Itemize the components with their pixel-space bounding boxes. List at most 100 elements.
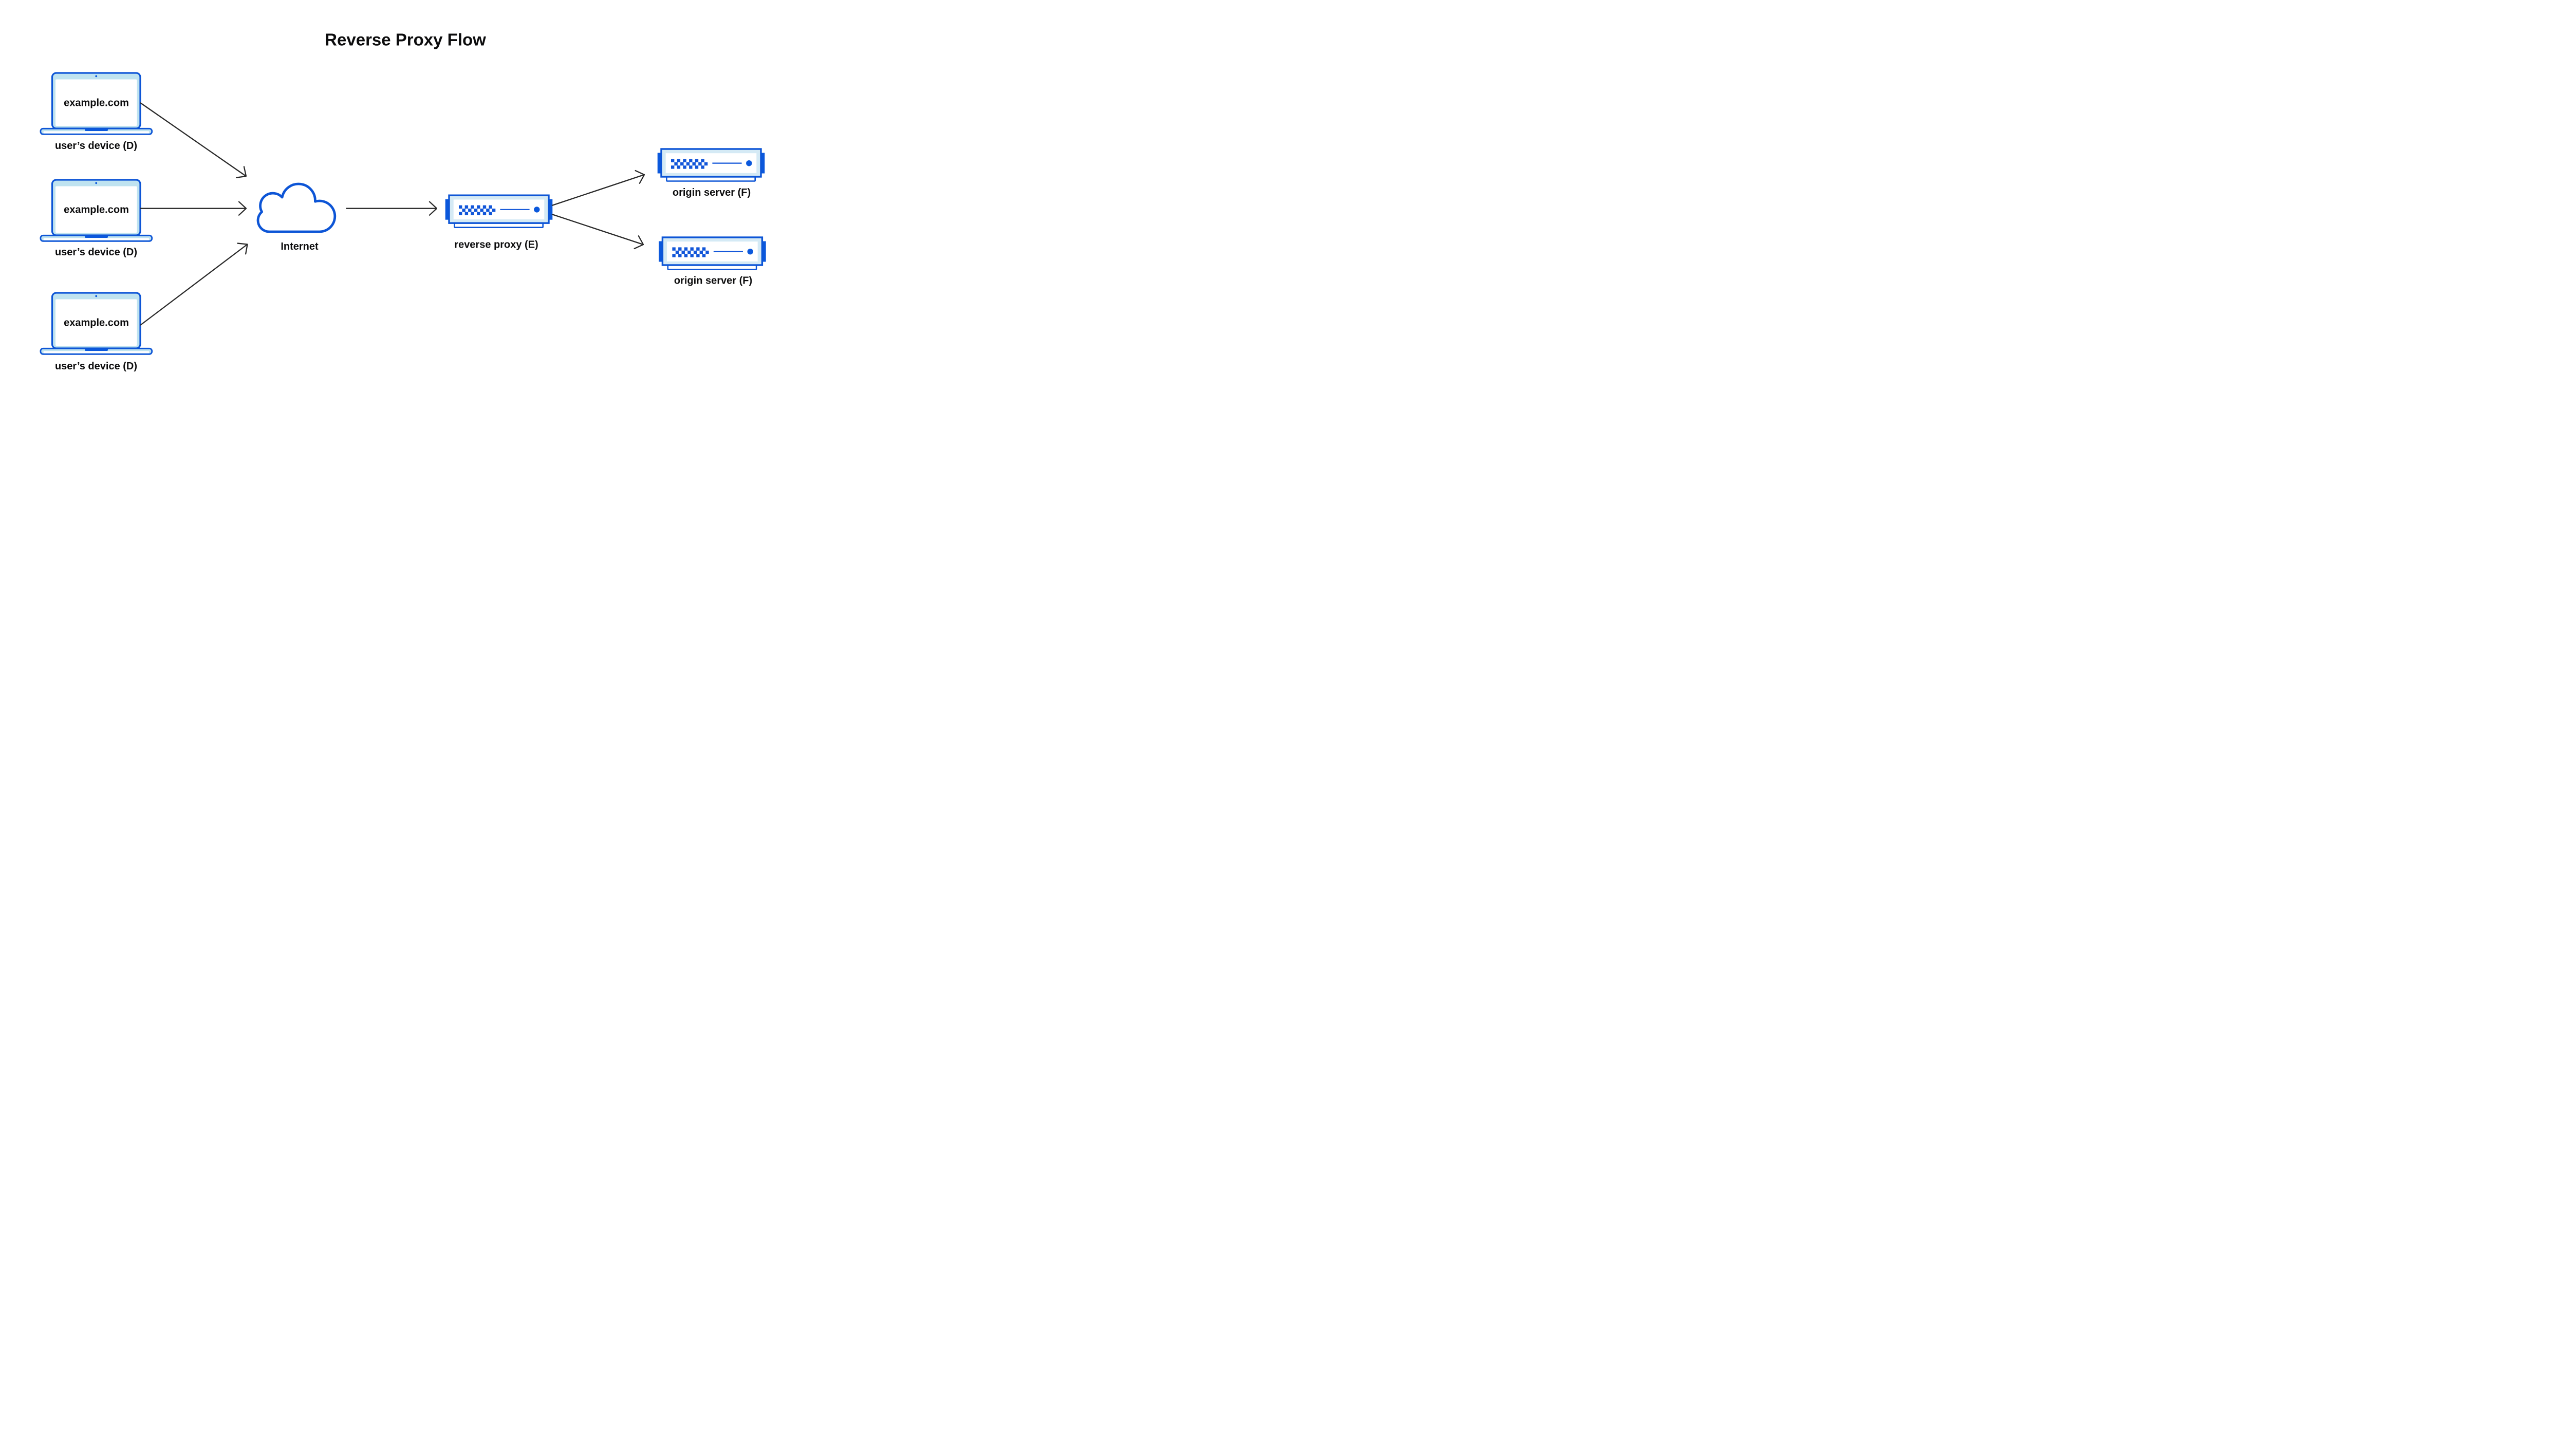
origin-server-2 (659, 236, 766, 270)
laptop-base-stripe (43, 351, 150, 353)
vent-square (489, 212, 492, 215)
vent-square (468, 209, 472, 212)
server-side-tab-right (547, 199, 553, 220)
reverse-proxy-label: reverse proxy (E) (454, 239, 538, 251)
vent-square (684, 254, 688, 257)
vent-square (477, 205, 480, 209)
server-vent-squares (671, 159, 708, 169)
webcam-icon (95, 182, 98, 184)
vent-square (701, 165, 704, 169)
server-side-tab-left (659, 241, 664, 262)
server-vent-squares (459, 205, 496, 215)
origin-server-1 (657, 148, 765, 182)
server-side-tab-left (657, 153, 663, 174)
vent-square (690, 254, 694, 257)
origin-server-2-label: origin server (F) (674, 275, 752, 287)
vent-square (699, 250, 703, 254)
vent-square (680, 162, 684, 166)
vent-square (681, 250, 685, 254)
reverse-proxy (445, 194, 553, 229)
user-device-1: example.com (40, 72, 153, 135)
arrow-reverse-proxy-to-origin-2 (551, 213, 643, 245)
server-power-dot (746, 160, 752, 166)
vent-square (672, 247, 676, 251)
vent-square (459, 205, 462, 209)
server-power-dot (747, 249, 753, 255)
server-front-panel (453, 199, 545, 219)
vent-square (698, 162, 702, 166)
internet-cloud-icon (256, 182, 337, 233)
vent-square (683, 165, 686, 169)
vent-square (486, 209, 490, 212)
vent-square (695, 165, 699, 169)
vent-square (677, 159, 681, 162)
server-side-tab-right (760, 241, 766, 262)
arrow-device1-to-internet (140, 102, 246, 176)
webcam-icon (95, 75, 98, 78)
device-screen-url: example.com (64, 318, 129, 329)
vent-square (677, 165, 681, 169)
vent-square (704, 162, 708, 166)
vent-square (671, 159, 675, 162)
user-device-3: example.com (40, 292, 153, 355)
vent-square (690, 247, 694, 251)
vent-square (702, 247, 706, 251)
vent-square (686, 162, 690, 166)
vent-square (464, 212, 469, 215)
vent-square (459, 212, 462, 215)
server-side-tab-right (759, 153, 765, 174)
vent-square (687, 250, 691, 254)
server-side-tab-left (445, 199, 451, 220)
vent-square (464, 205, 469, 209)
vent-square (671, 165, 675, 169)
vent-square (693, 250, 697, 254)
server-vent-squares (672, 247, 709, 257)
vent-square (675, 250, 679, 254)
vent-square (689, 165, 693, 169)
diagram-canvas: Reverse Proxy Flow example.com user’s de… (40, 30, 766, 372)
vent-square (482, 205, 487, 209)
server-front-panel (667, 241, 758, 262)
vent-square (684, 247, 688, 251)
laptop-screen (55, 79, 137, 126)
user-device-2: example.com (40, 179, 153, 242)
user-device-1-label: user’s device (D) (55, 140, 137, 152)
vent-square (696, 247, 700, 251)
trackpad-notch (85, 348, 108, 351)
vent-square (471, 205, 474, 209)
reverse-proxy-flow-diagram: Reverse Proxy Flow example.com user’s de… (0, 0, 805, 403)
arrow-reverse-proxy-to-origin-1 (551, 175, 644, 207)
vent-square (477, 212, 480, 215)
vent-square (696, 254, 700, 257)
vent-square (689, 159, 693, 162)
vent-square (674, 162, 678, 166)
user-device-2-label: user’s device (D) (55, 247, 137, 258)
vent-square (672, 254, 676, 257)
laptop-base-stripe (43, 238, 150, 240)
vent-square (474, 209, 478, 212)
page-title: Reverse Proxy Flow (325, 30, 486, 49)
laptop-base-stripe (43, 131, 150, 134)
vent-square (482, 212, 487, 215)
vent-square (471, 212, 474, 215)
laptop-screen (55, 186, 137, 233)
vent-square (492, 209, 496, 212)
vent-square (480, 209, 483, 212)
vent-square (683, 159, 686, 162)
user-device-3-label: user’s device (D) (55, 361, 137, 372)
internet-label: Internet (281, 241, 319, 252)
device-screen-url: example.com (64, 204, 129, 216)
vent-square (702, 254, 706, 257)
vent-square (678, 254, 682, 257)
trackpad-notch (85, 235, 108, 238)
trackpad-notch (85, 128, 108, 131)
vent-square (678, 247, 682, 251)
arrow-device3-to-internet (140, 245, 248, 326)
vent-square (695, 159, 699, 162)
device-screen-url: example.com (64, 98, 129, 109)
server-front-panel (665, 153, 757, 173)
vent-square (701, 159, 704, 162)
vent-square (489, 205, 492, 209)
vent-square (705, 250, 709, 254)
webcam-icon (95, 295, 98, 297)
